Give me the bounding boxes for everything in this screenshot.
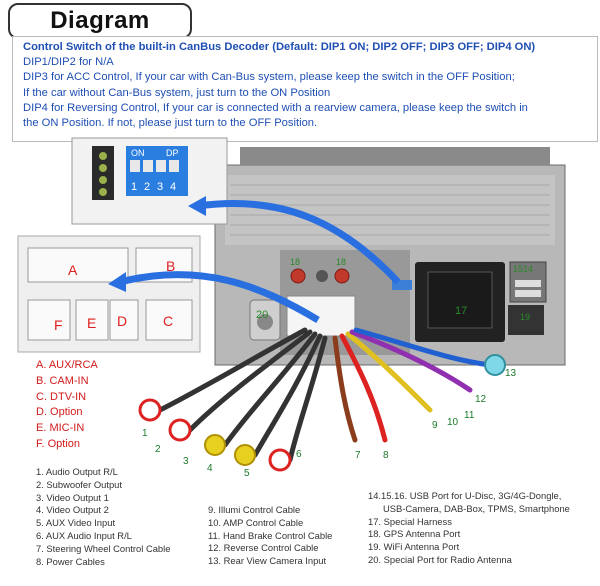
connector-c: [145, 299, 193, 341]
legend-item-8: 8. Power Cables: [36, 555, 105, 567]
label-1514: 1514: [513, 264, 533, 274]
legend-item-1: 1. Audio Output R/L: [36, 466, 118, 477]
cable-number-7: 7: [355, 450, 361, 461]
legend-item-14-16-cont: USB-Camera, DAB-Box, TPMS, Smartphone: [383, 502, 570, 514]
label-20: 20: [256, 309, 268, 321]
gps-antenna-port-2: [334, 268, 350, 284]
legend-item-17: 17. Special Harness: [368, 515, 452, 527]
dip-number-4: 4: [170, 181, 176, 193]
cable-number-6: 6: [296, 449, 302, 460]
label-18-right: 18: [336, 257, 346, 267]
label-18-left: 18: [290, 257, 300, 267]
connector-label-c: C: [163, 313, 173, 329]
connector-label-f: F: [54, 317, 63, 333]
legend-item-19: 19. WiFi Antenna Port: [368, 541, 460, 553]
dip-number-1: 1: [131, 181, 137, 193]
connector-a: [27, 247, 129, 283]
cable-legend-col-2: 9. Illumi Control Cable 10. AMP Control …: [208, 504, 332, 568]
legend-letter-b: B. CAM-IN: [36, 374, 89, 387]
connector-legend: A. AUX/RCA B. CAM-IN C. DTV-IN D. Option…: [36, 358, 98, 453]
connector-f: [27, 299, 71, 341]
legend-item-18: 18. GPS Antenna Port: [368, 528, 461, 540]
wifi-antenna-port: [508, 305, 544, 335]
label-19: 19: [520, 312, 530, 322]
legend-letter-f: F. Option: [36, 437, 81, 450]
legend-item-6: 6. AUX Audio Input R/L: [36, 529, 132, 541]
cable-number-11: 11: [464, 410, 475, 421]
legend-item-2: 2. Subwoofer Output: [36, 478, 122, 490]
connector-d: [109, 299, 139, 341]
connector-label-b: B: [166, 258, 175, 274]
info-line-4: DIP4 for Reversing Control, If your car …: [23, 101, 528, 114]
dip-switch-small: [392, 280, 412, 290]
cable-bundle-illustration: 1 2 3 4 5 6 7 8 9 10 11 12 13: [138, 327, 517, 479]
dip-switch-info-box: Control Switch of the built-in CanBus De…: [12, 36, 598, 142]
legend-item-12: 12. Reverse Control Cable: [208, 542, 319, 554]
info-line-3: If the car without Can-Bus system, just …: [23, 86, 331, 99]
dip-number-2: 2: [144, 181, 150, 193]
arrow-head-dip: [188, 196, 206, 216]
cable-number-1: 1: [142, 428, 148, 439]
info-line-5: the ON Position. If not, please just tur…: [23, 117, 318, 130]
cable-number-13: 13: [505, 368, 517, 379]
cable-number-5: 5: [244, 468, 250, 479]
info-line-1: DIP1/DIP2 for N/A: [23, 56, 114, 69]
legend-item-13: 13. Rear View Camera Input: [208, 555, 327, 567]
legend-item-7: 7. Steering Wheel Control Cable: [36, 542, 171, 554]
legend-item-20: 20. Special Port for Radio Antenna: [368, 553, 512, 565]
cable-number-3: 3: [183, 456, 189, 467]
cable-legend-col-3: 14.15.16. USB Port for U-Disc, 3G/4G-Don…: [368, 490, 570, 567]
page-title: Diagram: [8, 3, 192, 39]
legend-item-3: 3. Video Output 1: [36, 491, 109, 503]
legend-item-5: 5. AUX Video Input: [36, 517, 116, 529]
legend-letter-a: A. AUX/RCA: [36, 359, 98, 371]
arrow-to-dip-switch: [197, 200, 401, 285]
legend-item-4: 4. Video Output 2: [36, 504, 109, 516]
connector-label-a: A: [68, 262, 78, 278]
connector-label-d: D: [117, 313, 127, 329]
cable-number-12: 12: [475, 394, 487, 405]
connector-label-e: E: [87, 315, 96, 331]
dip-dp-label: DP: [166, 148, 179, 158]
legend-letter-d: D. Option: [36, 406, 83, 419]
legend-letter-c: C. DTV-IN: [36, 390, 87, 403]
legend-item-9: 9. Illumi Control Cable: [208, 504, 301, 515]
legend-item-10: 10. AMP Control Cable: [208, 516, 304, 528]
legend-item-14-16: 14.15.16. USB Port for U-Disc, 3G/4G-Don…: [368, 490, 562, 501]
head-unit-rear-photo: ON DP 1 2 3 4 A B F E D C 18 18 20 17 19…: [17, 137, 566, 366]
cable-number-8: 8: [383, 450, 389, 461]
dip-on-label: ON: [131, 148, 145, 158]
legend-item-11: 11. Hand Brake Control Cable: [208, 529, 333, 541]
connector-e: [75, 299, 109, 341]
cable-number-9: 9: [432, 420, 438, 431]
cable-number-4: 4: [207, 463, 213, 474]
arrow-head-connectors: [108, 272, 126, 292]
info-line-2: DIP3 for ACC Control, If your car with C…: [23, 71, 515, 84]
label-17: 17: [455, 305, 467, 317]
arrow-to-connectors: [119, 271, 320, 323]
info-heading: Control Switch of the built-in CanBus De…: [23, 41, 536, 53]
gps-antenna-port-1: [290, 268, 306, 284]
cable-number-10: 10: [447, 417, 459, 428]
cable-legend-col-1: 1. Audio Output R/L 2. Subwoofer Output …: [36, 466, 170, 568]
dip-number-3: 3: [157, 181, 163, 193]
legend-letter-e: E. MIC-IN: [36, 422, 85, 435]
cable-number-2: 2: [155, 444, 161, 455]
